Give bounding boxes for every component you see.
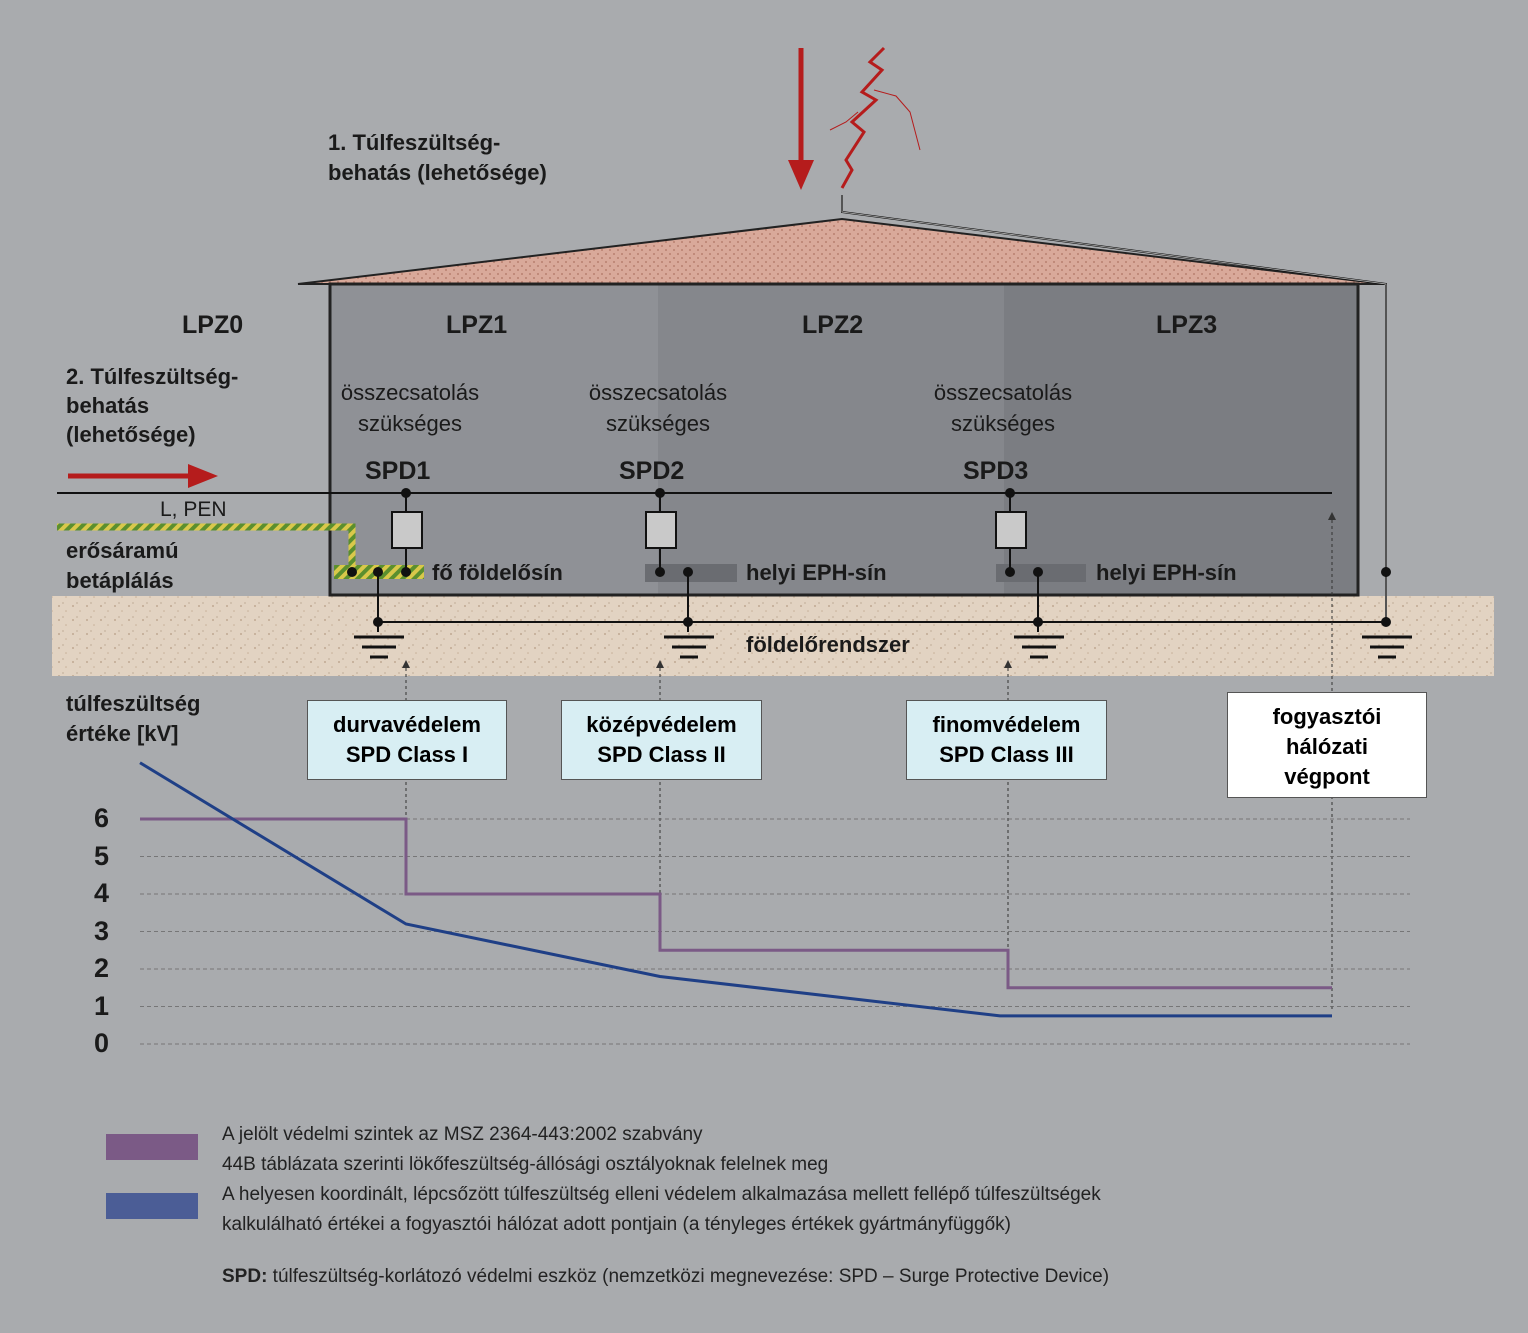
y-tick-label: 6 <box>94 803 110 833</box>
spd2-device <box>645 511 677 549</box>
spd3-device <box>995 511 1027 549</box>
ground-icon <box>1362 635 1412 659</box>
y-tick-label: 1 <box>94 990 110 1021</box>
arrow-down-icon <box>788 160 814 190</box>
zone-lpz1: LPZ1 <box>446 311 508 339</box>
ground-icon <box>1014 635 1064 659</box>
box-medium-protection: középvédelem SPD Class II <box>561 700 762 780</box>
legend-text-calculated: A helyesen koordinált, lépcsőzött túlfes… <box>222 1184 1101 1235</box>
zone-lpz1-area <box>330 284 658 595</box>
y-axis-label: túlfeszültség értéke [kV] <box>66 691 201 746</box>
series-standard-levels <box>140 817 1332 990</box>
spd1-label: SPD1 <box>365 457 431 485</box>
footnote-definition: túlfeszültség-korlátozó védelmi eszköz (… <box>267 1266 1110 1287</box>
y-tick-label: 4 <box>94 878 110 908</box>
roof <box>297 217 1385 285</box>
zone-lpz0: LPZ0 <box>182 311 244 339</box>
lightning-bolt-icon <box>840 46 886 189</box>
coupling-label: összecsatolás szükséges <box>340 380 480 436</box>
zone-lpz3-area <box>1004 284 1358 595</box>
series-calculated-values <box>139 761 1332 1018</box>
y-tick-label: 2 <box>94 953 110 983</box>
box-consumer-endpoint: fogyasztói hálózati végpont <box>1227 692 1427 798</box>
main-earthing-bar-label: fő földelősín <box>432 560 563 585</box>
footnote-term: SPD: <box>222 1266 268 1287</box>
y-tick-label: 3 <box>94 915 110 946</box>
threat2-label: 2. Túlfeszültség- behatás (lehetősége) <box>66 364 239 447</box>
coupling-label: összecsatolás szükséges <box>588 380 728 436</box>
supply-cable <box>57 523 356 570</box>
legend-swatch-standard <box>106 1134 198 1160</box>
legend-swatch-calculated <box>106 1193 198 1219</box>
box-fine-protection: finomvédelem SPD Class III <box>906 700 1107 780</box>
box-coarse-protection: durvavédelem SPD Class I <box>307 700 507 780</box>
spd2-label: SPD2 <box>619 457 685 485</box>
spd1-device <box>391 511 423 549</box>
y-tick-label: 5 <box>94 840 110 871</box>
zone-lpz3: LPZ3 <box>1156 311 1218 339</box>
zone-lpz2-area <box>658 284 1004 595</box>
eph-bar-3-label: helyi EPH-sín <box>1096 560 1237 585</box>
arrow-right-icon <box>188 464 218 488</box>
line-label: L, PEN <box>160 498 227 521</box>
spd3-label: SPD3 <box>963 457 1029 485</box>
zone-lpz2: LPZ2 <box>802 311 864 339</box>
footnote: SPD: túlfeszültség-korlátozó védelmi esz… <box>222 1266 1109 1288</box>
earthing-system-label: földelőrendszer <box>746 632 910 657</box>
legend-text-standard: A jelölt védelmi szintek az MSZ 2364-443… <box>222 1124 829 1175</box>
coupling-label: összecsatolás szükséges <box>933 380 1073 436</box>
y-tick-label: 0 <box>94 1028 110 1058</box>
ground-icon <box>664 635 714 659</box>
supply-label: erősáramú betáplálás <box>66 538 179 593</box>
threat1-label: 1. Túlfeszültség- behatás (lehetősége) <box>328 130 547 185</box>
ground-icon <box>354 635 404 659</box>
eph-bar-2-label: helyi EPH-sín <box>746 560 887 585</box>
soil-band <box>52 596 1494 676</box>
building-outline <box>328 282 1360 597</box>
